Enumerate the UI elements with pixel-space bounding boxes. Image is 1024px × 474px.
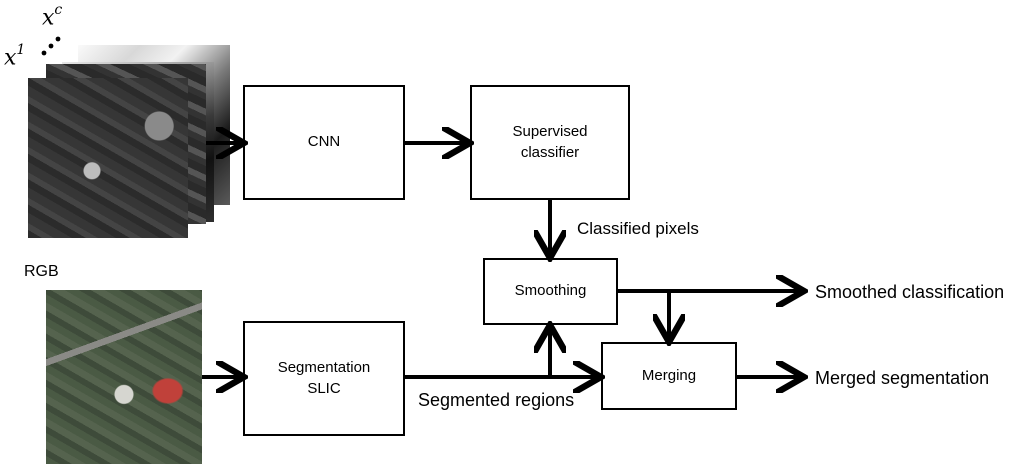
merging-box: Merging [601, 342, 737, 410]
cnn-box: CNN [243, 85, 405, 200]
merging-label: Merging [641, 366, 697, 384]
segmented-regions-label: Segmented regions [418, 390, 575, 410]
grayscale-aerial-image [28, 78, 188, 238]
segmentation-slic-box: Segmentation SLIC [243, 321, 405, 436]
rgb-label: RGB [24, 263, 59, 280]
smoothed-classification-label: Smoothed classification [815, 282, 1005, 302]
segmentation-slic-label: Segmentation SLIC [277, 359, 371, 397]
band-label-last: xc [42, 2, 63, 31]
classified-pixels-label: Classified pixels [577, 219, 699, 238]
band-label-first: x1 [4, 42, 26, 71]
supervised-classifier-box: Supervised classifier [470, 85, 630, 200]
cnn-label: CNN [307, 133, 341, 151]
ellipsis-dots [38, 36, 62, 56]
rgb-aerial-image [46, 290, 202, 464]
smoothing-label: Smoothing [514, 282, 587, 300]
smoothing-box: Smoothing [483, 258, 618, 325]
merged-segmentation-label: Merged segmentation [815, 368, 990, 388]
supervised-classifier-label: Supervised classifier [512, 123, 588, 161]
